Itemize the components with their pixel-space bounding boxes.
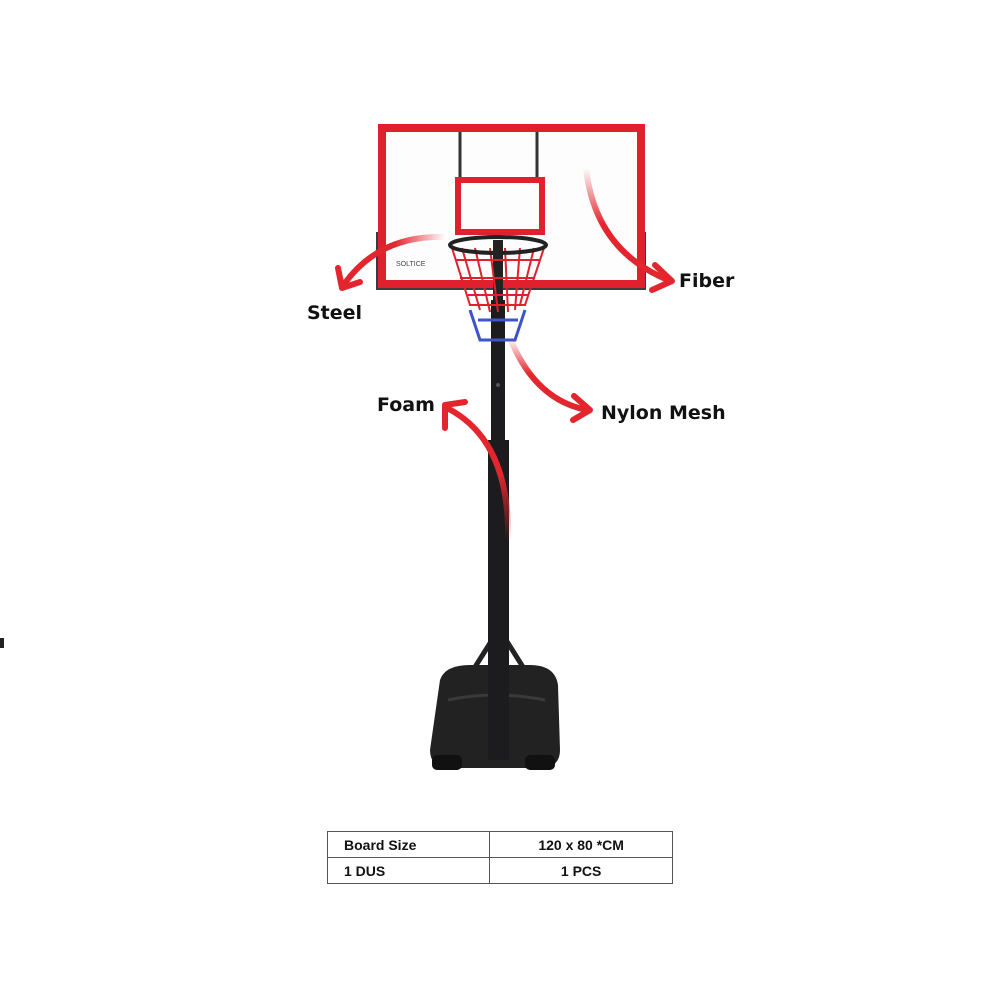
hoop-pole [488, 300, 509, 760]
label-nylon-mesh: Nylon Mesh [601, 402, 726, 424]
table-cell: 1 DUS [326, 857, 491, 884]
fiber-arrow [583, 165, 675, 293]
table-row: Board Size 120 x 80 *CM [326, 831, 673, 858]
spec-table: Board Size 120 x 80 *CM 1 DUS 1 PCS [326, 831, 673, 884]
rim-and-net [448, 235, 548, 342]
table-cell: 120 x 80 *CM [489, 831, 673, 858]
label-fiber: Fiber [679, 270, 735, 292]
steel-arrow [335, 233, 448, 291]
table-cell: 1 PCS [489, 857, 673, 884]
table-cell: Board Size [326, 831, 491, 858]
nylon-mesh-arrow [507, 335, 593, 423]
backboard-logo: SOLTICE [396, 261, 426, 268]
label-steel: Steel [307, 302, 363, 324]
table-row: 1 DUS 1 PCS [326, 857, 673, 884]
foam-arrow [442, 399, 512, 543]
backboard: SOLTICE [376, 124, 646, 290]
label-foam: Foam [377, 394, 435, 416]
